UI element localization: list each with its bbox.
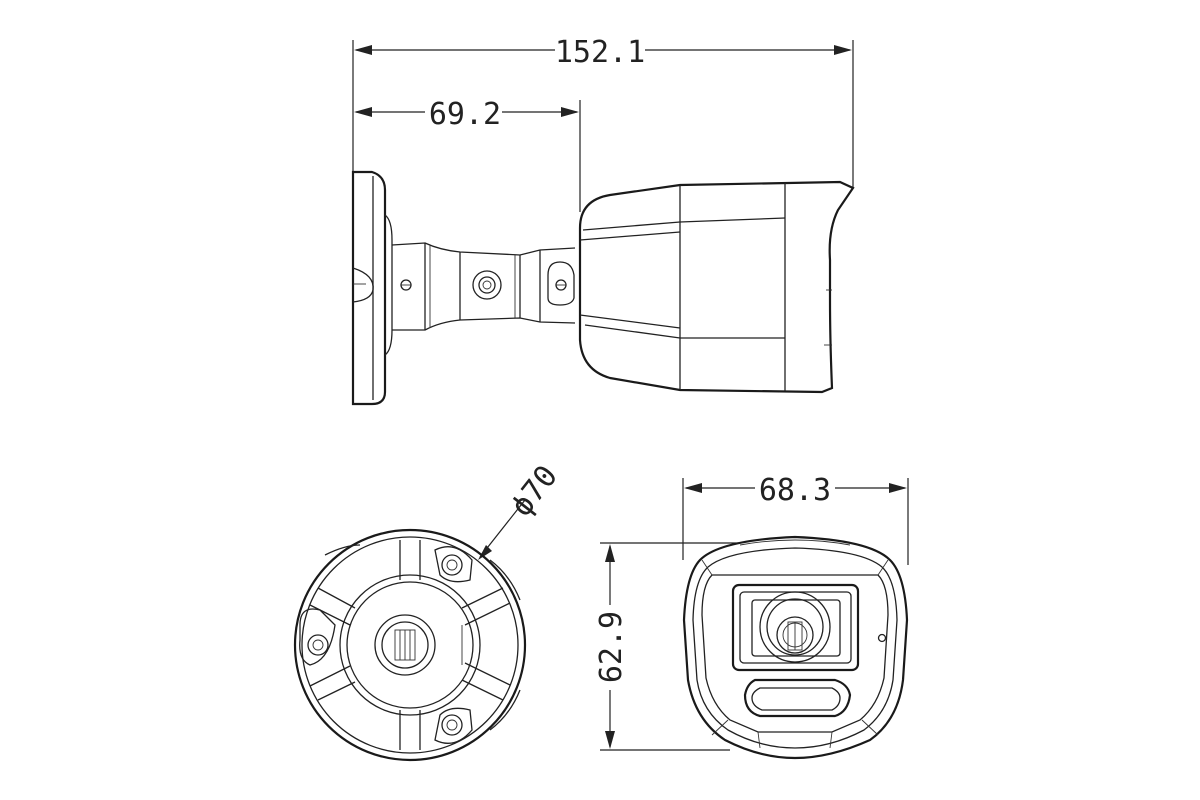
wall-plate-side [351, 170, 393, 406]
camera-body-side [578, 180, 855, 394]
front-view: 68.3 62.9 [594, 473, 909, 760]
mount-arm-side [391, 242, 576, 331]
dimension-front-width: 68.3 [682, 473, 909, 565]
dimension-overall-length: 152.1 [352, 35, 854, 188]
dimension-front-height: 62.9 [594, 542, 740, 751]
front-height-label: 62.9 [594, 611, 629, 683]
overall-length-label: 152.1 [555, 35, 645, 70]
base-view: ϕ70 [293, 459, 565, 762]
dimension-base-diameter: ϕ70 [478, 459, 565, 560]
mount-depth-label: 69.2 [429, 97, 501, 132]
front-width-label: 68.3 [759, 473, 831, 508]
side-view: 152.1 69.2 [351, 35, 855, 406]
dimension-mount-depth: 69.2 [354, 97, 581, 212]
base-diameter-label: ϕ70 [504, 459, 565, 523]
